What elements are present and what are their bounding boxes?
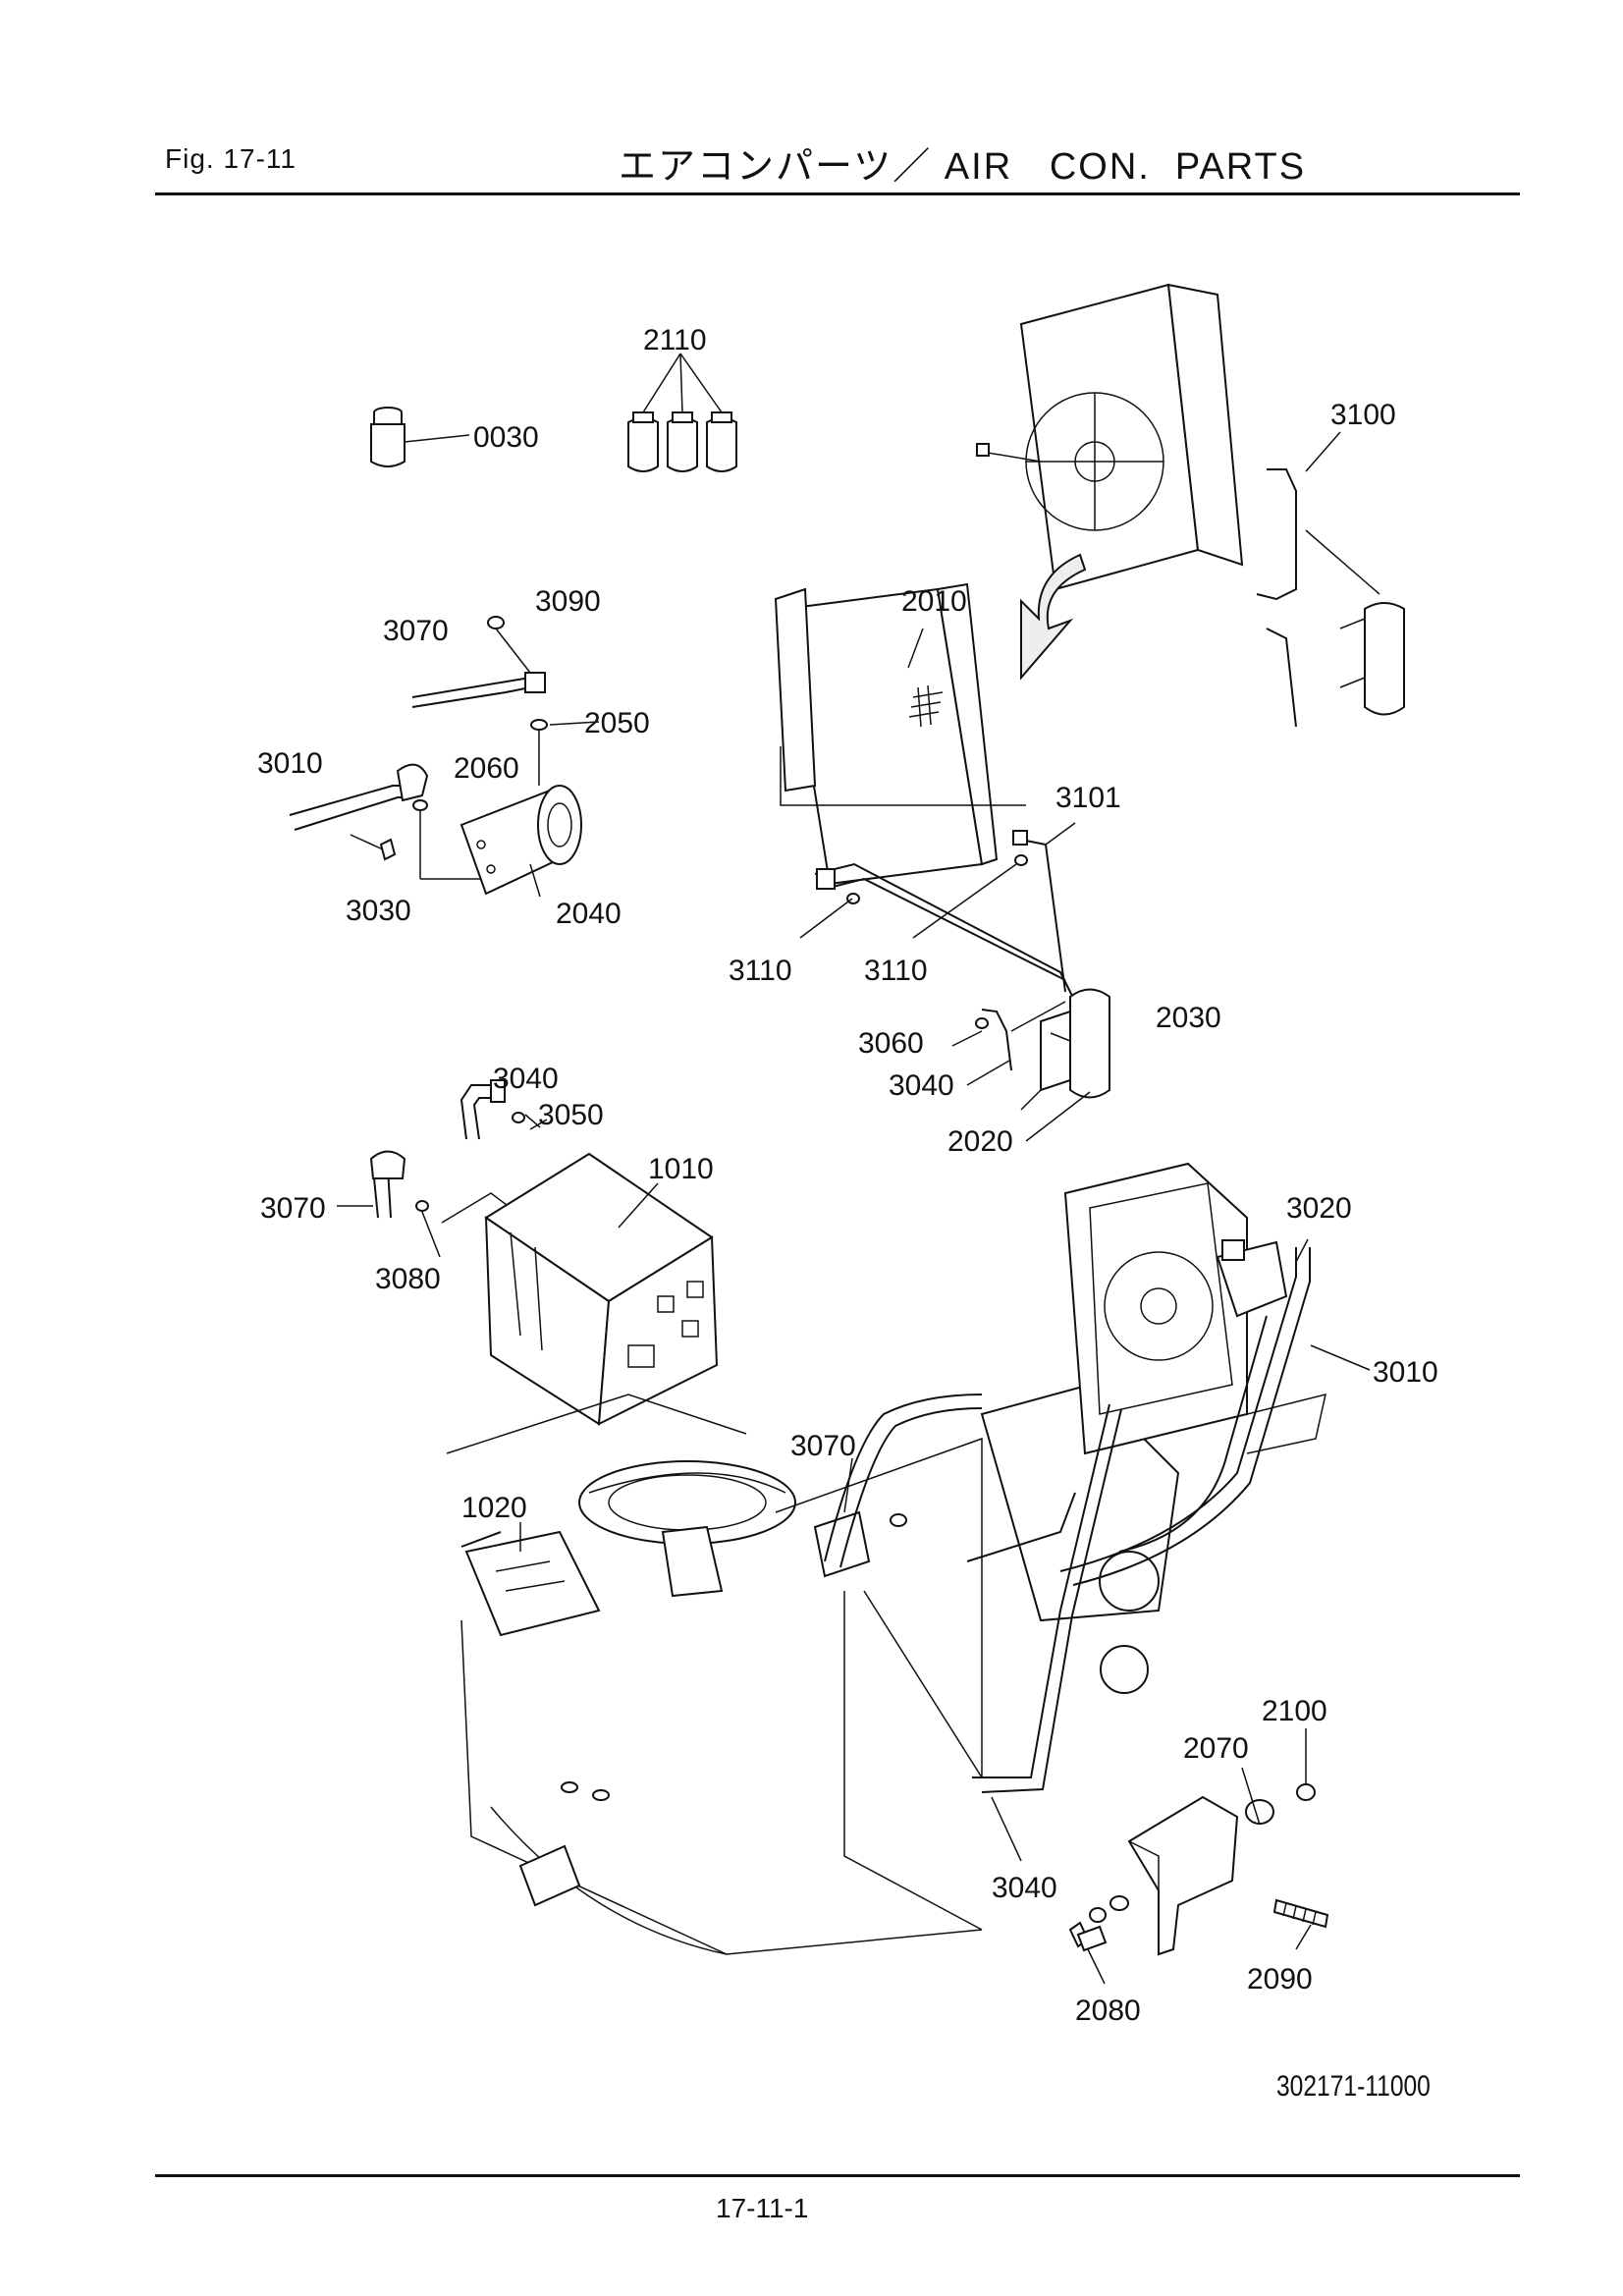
callout-3040-a: 3040	[889, 1069, 954, 1102]
condenser-core-2010	[774, 582, 1026, 886]
callout-1020: 1020	[461, 1492, 527, 1524]
leader-lines	[519, 628, 1371, 1985]
callout-2030: 2030	[1156, 1002, 1221, 1034]
callout-3070-b: 3070	[260, 1192, 326, 1225]
callout-3070-a: 3070	[383, 615, 449, 647]
machine-frame	[446, 1383, 1180, 1955]
callout-2080: 2080	[1075, 1995, 1141, 2027]
hose-routing	[824, 1247, 1311, 1793]
footer-rule	[155, 2174, 1520, 2177]
callout-1010: 1010	[648, 1153, 714, 1185]
callout-0030: 0030	[473, 421, 539, 454]
callout-3080: 3080	[375, 1263, 441, 1295]
callout-2010: 2010	[901, 585, 967, 618]
callout-2110: 2110	[643, 324, 707, 356]
callout-3040-c: 3040	[992, 1872, 1057, 1904]
callout-3060: 3060	[858, 1027, 924, 1060]
header-rule	[155, 192, 1520, 195]
callout-3040-b: 3040	[493, 1063, 559, 1095]
frame-radiator	[1063, 1162, 1326, 1455]
callout-2060: 2060	[454, 752, 519, 785]
callout-3010-a: 3010	[257, 747, 323, 780]
drawing-code: 302171-11000	[1276, 2070, 1431, 2103]
callout-2100: 2100	[1262, 1695, 1327, 1727]
direction-arrow	[1020, 553, 1087, 681]
callout-3030: 3030	[346, 895, 411, 927]
callout-3020: 3020	[1286, 1192, 1352, 1225]
callout-3110-b: 3110	[864, 955, 928, 987]
callout-2040: 2040	[556, 898, 622, 930]
figure-label: Fig. 17-11	[165, 143, 297, 174]
receiver-dryer-top	[1339, 602, 1405, 716]
compressor-2040	[460, 785, 582, 896]
callout-2070: 2070	[1183, 1732, 1249, 1765]
callout-2020: 2020	[947, 1125, 1013, 1158]
callout-3070-c: 3070	[790, 1430, 856, 1462]
callout-3010-b: 3010	[1373, 1356, 1438, 1389]
page-number: 17-11-1	[716, 2193, 809, 2223]
callout-3090: 3090	[535, 585, 601, 618]
callout-labels: 2110 0030 3100 3090 3070 2050 2010 3010 …	[257, 324, 1438, 2027]
callout-2090: 2090	[1247, 1963, 1313, 1995]
page-title: エアコンパーツ／ AIR CON. PARTS	[619, 146, 1307, 188]
receiver-dryer-2030	[1020, 988, 1110, 1111]
condenser-fan-assembly	[976, 283, 1244, 591]
bottle-0030	[370, 407, 406, 467]
mounting-bracket	[1068, 1783, 1329, 1956]
callout-2050: 2050	[584, 707, 650, 739]
evaporator-unit-1010	[484, 1152, 719, 1426]
callout-3101: 3101	[1055, 782, 1121, 814]
callout-3100: 3100	[1330, 399, 1396, 431]
bottles-2110	[627, 411, 737, 472]
callout-3050: 3050	[538, 1099, 604, 1131]
callout-3110-a: 3110	[729, 955, 792, 987]
